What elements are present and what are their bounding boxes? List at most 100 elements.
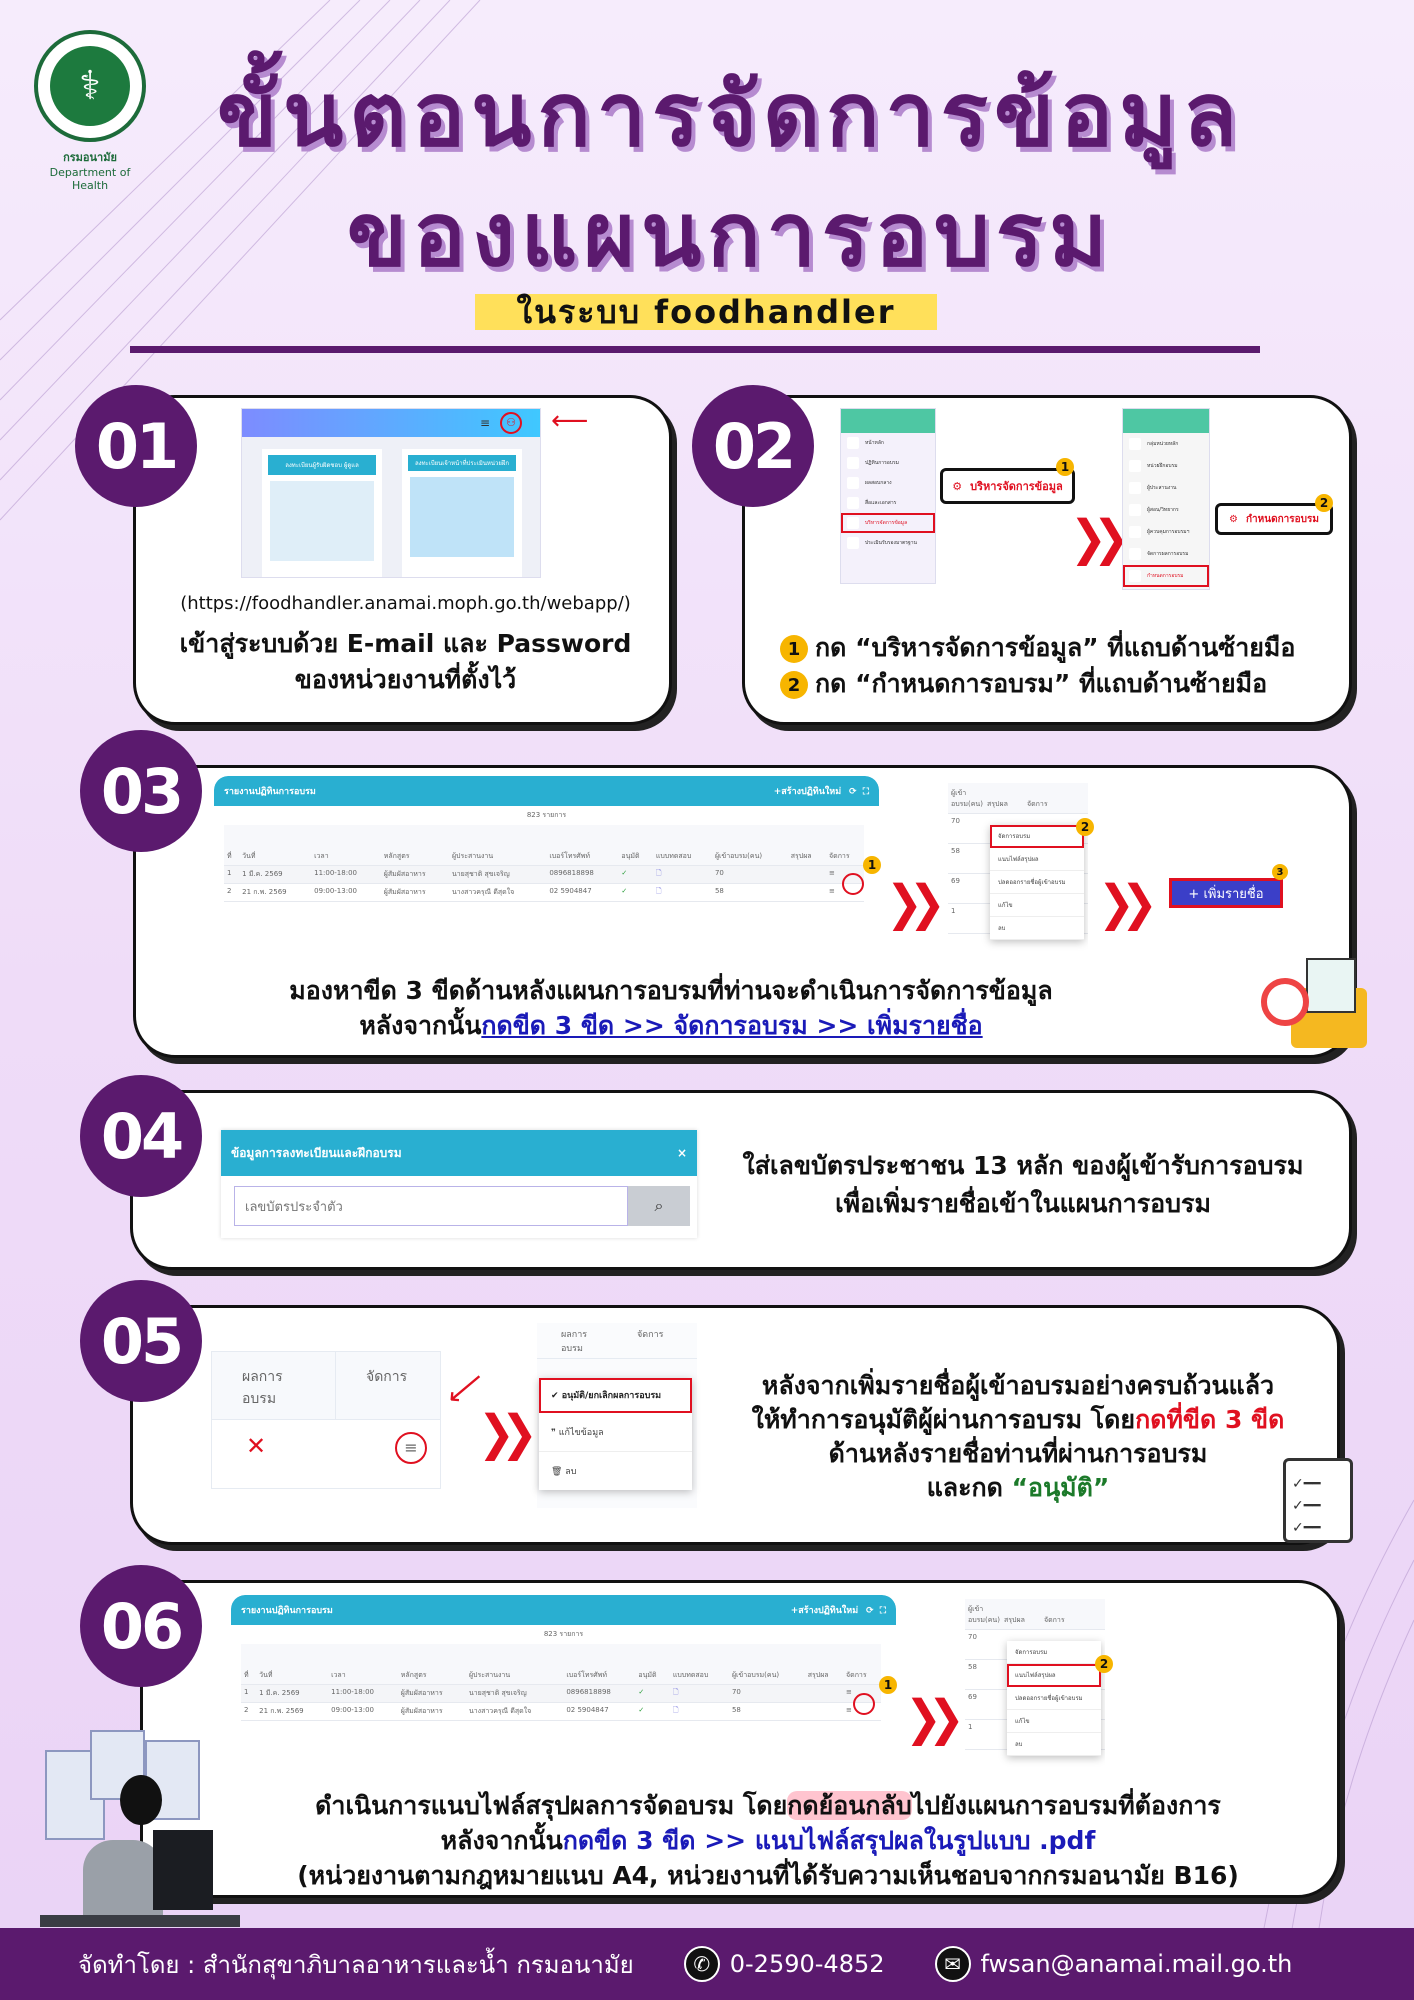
table-cell: นายสุชาติ สุขเจริญ xyxy=(448,865,547,884)
footer-email[interactable]: fwsan@anamai.mail.go.th xyxy=(980,1950,1293,1978)
column-header: เวลา xyxy=(328,1644,398,1685)
column-header: ผู้เข้าอบรม(คน) xyxy=(965,1599,1001,1630)
report-screenshot: รายงานปฏิทินการอบรม+สร้างปฏิทินใหม่⟳⛶823… xyxy=(214,776,879,936)
register-card-staff[interactable]: ลงทะเบียนผู้รับผิดชอบ ผู้ดูแล xyxy=(262,449,382,577)
text: ไปยังแผนการอบรมที่ต้องการ xyxy=(911,1791,1221,1820)
ministry-logo: ⚕ กรมอนามัย Department of Health xyxy=(30,30,150,192)
badge-1: 1 xyxy=(1056,458,1074,476)
register-card-assessor[interactable]: ลงทะเบียนเจ้าหน้าที่ประเมินหน่วยฝึก xyxy=(402,449,522,577)
record-count: 823 รายการ xyxy=(526,811,567,819)
step2-number: 02 xyxy=(692,385,814,507)
close-icon[interactable]: × xyxy=(676,1146,687,1160)
search-button[interactable]: ⌕ xyxy=(628,1186,690,1226)
sidebar-item[interactable]: สื่อและเอกสาร xyxy=(841,493,935,513)
sidebar-item[interactable]: บริหารจัดการข้อมูล xyxy=(841,513,935,533)
double-chevron-icon: ❯❯ xyxy=(886,875,946,932)
menu-approve[interactable]: ✔ อนุมัติ/ยกเลิกผลการอบรม xyxy=(539,1378,692,1413)
menu-item[interactable]: แก้ไข xyxy=(1007,1710,1101,1733)
column-header: อนุมัติ xyxy=(618,825,653,866)
menu-item-icon xyxy=(1129,460,1141,472)
person-at-computer-illustration xyxy=(35,1730,245,1930)
instruction-link: กดขีด 3 ขีด >> จัดการอบรม >> เพิ่มรายชื่… xyxy=(481,1011,983,1040)
sidebar-item-label: ประเมินรับรองมาตรฐาน xyxy=(865,540,917,546)
table-header-row: ผู้เข้าอบรม(คน)สรุปผลจัดการ xyxy=(948,783,1088,814)
approve-text: “อนุมัติ” xyxy=(1011,1473,1110,1502)
fullscreen-icon[interactable]: ⛶ xyxy=(862,787,869,797)
create-schedule-button[interactable]: +สร้างปฏิทินใหม่ xyxy=(773,787,842,797)
sidebar-item[interactable]: ปฏิทินการอบรม xyxy=(841,453,935,473)
step6-card: รายงานปฏิทินการอบรม+สร้างปฏิทินใหม่⟳⛶823… xyxy=(140,1580,1340,1898)
menu-edit[interactable]: ❞ แก้ไขข้อมูล xyxy=(539,1413,692,1452)
step4-text2: เพื่อเพิ่มรายชื่อเข้าในแผนการอบรม xyxy=(835,1189,1211,1218)
menu-item[interactable]: จัดการอบรม xyxy=(990,825,1084,848)
sidebar-item-label: กลุ่มหน่วยหลัก xyxy=(1147,441,1179,447)
table-cell: 70 xyxy=(728,1684,805,1703)
menu-delete[interactable]: 🗑 ลบ xyxy=(551,1467,577,1477)
column-header: หลักสูตร xyxy=(380,825,449,866)
page-title-line2: ของแผนการอบรม xyxy=(346,183,1114,286)
sidebar-item[interactable]: หน้าหลัก xyxy=(841,433,935,453)
menu-item[interactable]: ลบ xyxy=(990,917,1084,940)
menu-item[interactable]: แนบไฟล์สรุปผล xyxy=(990,848,1084,871)
create-schedule-button[interactable]: +สร้างปฏิทินใหม่ xyxy=(790,1606,859,1616)
column-header: ผู้เข้าอบรม(คน) xyxy=(948,783,984,814)
footer-credit: จัดทำโดย : สำนักสุขาภิบาลอาหารและน้ำ กรม… xyxy=(78,1950,634,1979)
fullscreen-icon[interactable]: ⛶ xyxy=(879,1606,886,1616)
row-action-menu: จัดการอบรมแนบไฟล์สรุปผลปลดออกรายชื่อผู้เ… xyxy=(1007,1641,1101,1756)
table-cell: ✓ xyxy=(618,883,653,902)
column-header: ที่ xyxy=(241,1644,257,1685)
refresh-icon[interactable]: ⟳ xyxy=(849,787,857,797)
sidebar-item-label: ผู้สอน/วิทยากร xyxy=(1147,507,1179,513)
table-cell: 70 xyxy=(711,865,788,884)
record-count: 823 รายการ xyxy=(543,1630,584,1638)
menu-item-icon xyxy=(1129,526,1141,538)
callout-label: กำหนดการอบรม xyxy=(1246,513,1319,525)
sidebar-item-label: สื่อและเอกสาร xyxy=(865,500,897,506)
menu-item-icon xyxy=(847,537,859,549)
table-cell: 1 xyxy=(241,1684,257,1703)
column-header: ที่ xyxy=(224,825,240,866)
sidebar-item[interactable]: ประเมินรับรองมาตรฐาน xyxy=(841,533,935,553)
logo-name-th: กรมอนามัย xyxy=(63,151,117,164)
menu-item[interactable]: ปลดออกรายชื่อผู้เข้าอบรม xyxy=(990,871,1084,894)
sidebar-item[interactable]: ผู้สอน/วิทยากร xyxy=(1123,499,1209,521)
column-header: ผู้ประสานงาน xyxy=(448,825,547,866)
callout-label: บริหารจัดการข้อมูล xyxy=(970,480,1063,493)
add-name-button[interactable]: + เพิ่มรายชื่อ xyxy=(1169,878,1283,908)
column-header: อนุมัติ xyxy=(635,1644,670,1685)
menu-item-icon xyxy=(847,497,859,509)
menu-item[interactable]: ปลดออกรายชื่อผู้เข้าอบรม xyxy=(1007,1687,1101,1710)
menu-item[interactable]: จัดการอบรม xyxy=(1007,1641,1101,1664)
sidebar-item[interactable]: หน่วยฝึกอบรม xyxy=(1123,455,1209,477)
table-cell: 🗋 xyxy=(669,1702,729,1721)
table-cell: 1 มี.ค. 2569 xyxy=(239,865,312,884)
sidebar-item[interactable]: ผู้ควบคุมการอบรมฯ xyxy=(1123,521,1209,543)
menu-item[interactable]: แนบไฟล์สรุปผล xyxy=(1007,1664,1101,1687)
report-table: ที่วันที่เวลาหลักสูตรผู้ประสานงานเบอร์โท… xyxy=(224,825,864,902)
bullet-2: 2 xyxy=(780,671,808,699)
refresh-icon[interactable]: ⟳ xyxy=(866,1606,874,1616)
id-card-input[interactable] xyxy=(234,1186,628,1226)
menu-item-icon xyxy=(847,457,859,469)
sidebar-item-label: จัดการผลการอบรม xyxy=(1147,551,1189,557)
menu-item[interactable]: ลบ xyxy=(1007,1733,1101,1756)
table-cell: นางสาวครุณี ดีสุดใจ xyxy=(448,883,547,902)
badge-1: 1 xyxy=(879,1676,897,1694)
step3-number: 03 xyxy=(80,730,202,852)
sidebar-item[interactable]: กำหนดการอบรม xyxy=(1123,565,1209,587)
illustration-assessment xyxy=(410,477,514,557)
step1-text1: เข้าสู่ระบบด้วย E-mail และ Password xyxy=(179,629,632,658)
sidebar-item[interactable]: จัดการผลการอบรม xyxy=(1123,543,1209,565)
sidebar-item[interactable]: กลุ่มหน่วยหลัก xyxy=(1123,433,1209,455)
text: และกด xyxy=(926,1473,1012,1502)
sidebar-item[interactable]: ผลสอบกลาง xyxy=(841,473,935,493)
user-icon[interactable]: ⚇ xyxy=(500,412,522,434)
menu-icon: ≡ xyxy=(480,416,491,430)
column-header: ผู้เข้าอบรม(คน) xyxy=(711,825,788,866)
menu-item[interactable]: แก้ไข xyxy=(990,894,1084,917)
illustration-workers xyxy=(270,481,374,561)
menu-button[interactable]: ≡ xyxy=(395,1432,427,1464)
footer-phone[interactable]: 0-2590-4852 xyxy=(729,1950,885,1978)
sidebar-item[interactable]: ผู้ประสานงาน xyxy=(1123,477,1209,499)
